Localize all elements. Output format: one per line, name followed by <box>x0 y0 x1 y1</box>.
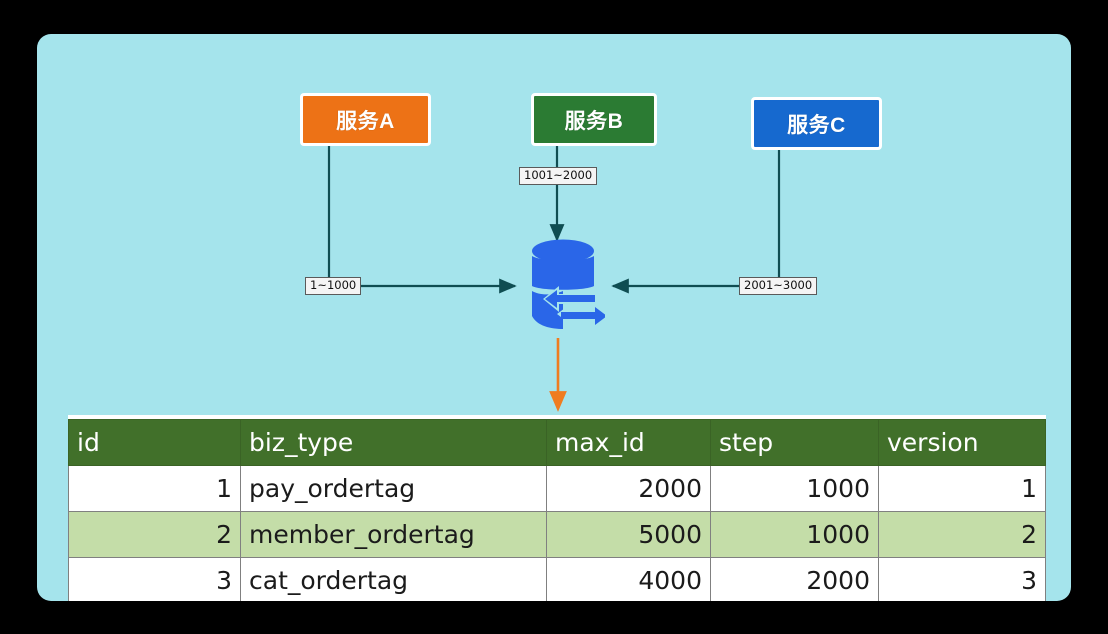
column-header-step[interactable]: step <box>710 419 879 466</box>
cell-max-id: 5000 <box>546 511 711 558</box>
service-a-label: 服务A <box>336 109 395 133</box>
table-row[interactable]: 2 member_ordertag 5000 1000 2 <box>68 511 1046 558</box>
cell-step: 1000 <box>710 465 879 512</box>
range-label-service-c: 2001~3000 <box>739 277 818 295</box>
database-sync-icon <box>532 239 605 329</box>
cell-version: 2 <box>878 511 1046 558</box>
column-header-max-id[interactable]: max_id <box>546 419 711 466</box>
cell-id: 3 <box>68 557 241 601</box>
service-box-a[interactable]: 服务A <box>300 93 431 146</box>
cell-step: 2000 <box>710 557 879 601</box>
table-header-row: id biz_type max_id step version <box>68 419 1046 466</box>
service-box-c[interactable]: 服务C <box>751 97 882 150</box>
cell-id: 2 <box>68 511 241 558</box>
cell-max-id: 2000 <box>546 465 711 512</box>
cell-biz-type: cat_ordertag <box>240 557 547 601</box>
column-header-id[interactable]: id <box>68 419 241 466</box>
range-label-service-b: 1001~2000 <box>519 167 598 185</box>
cell-version: 1 <box>878 465 1046 512</box>
table-row[interactable]: 3 cat_ordertag 4000 2000 3 <box>68 557 1046 601</box>
cell-id: 1 <box>68 465 241 512</box>
sequence-table: id biz_type max_id step version 1 pay_or… <box>68 419 1046 601</box>
column-header-version[interactable]: version <box>878 419 1046 466</box>
cell-max-id: 4000 <box>546 557 711 601</box>
cell-biz-type: pay_ordertag <box>240 465 547 512</box>
range-label-service-a: 1~1000 <box>305 277 362 295</box>
service-b-label: 服务B <box>564 109 624 133</box>
sequence-table-wrap: id biz_type max_id step version 1 pay_or… <box>68 415 1046 601</box>
cell-step: 1000 <box>710 511 879 558</box>
table-row[interactable]: 1 pay_ordertag 2000 1000 1 <box>68 465 1046 512</box>
service-box-b[interactable]: 服务B <box>531 93 657 146</box>
cell-biz-type: member_ordertag <box>240 511 547 558</box>
cell-version: 3 <box>878 557 1046 601</box>
service-c-label: 服务C <box>787 113 846 137</box>
diagram-canvas: 服务A 服务B 服务C 1~1000 1001~2000 2001~3000 <box>37 34 1071 601</box>
column-header-biz-type[interactable]: biz_type <box>240 419 547 466</box>
